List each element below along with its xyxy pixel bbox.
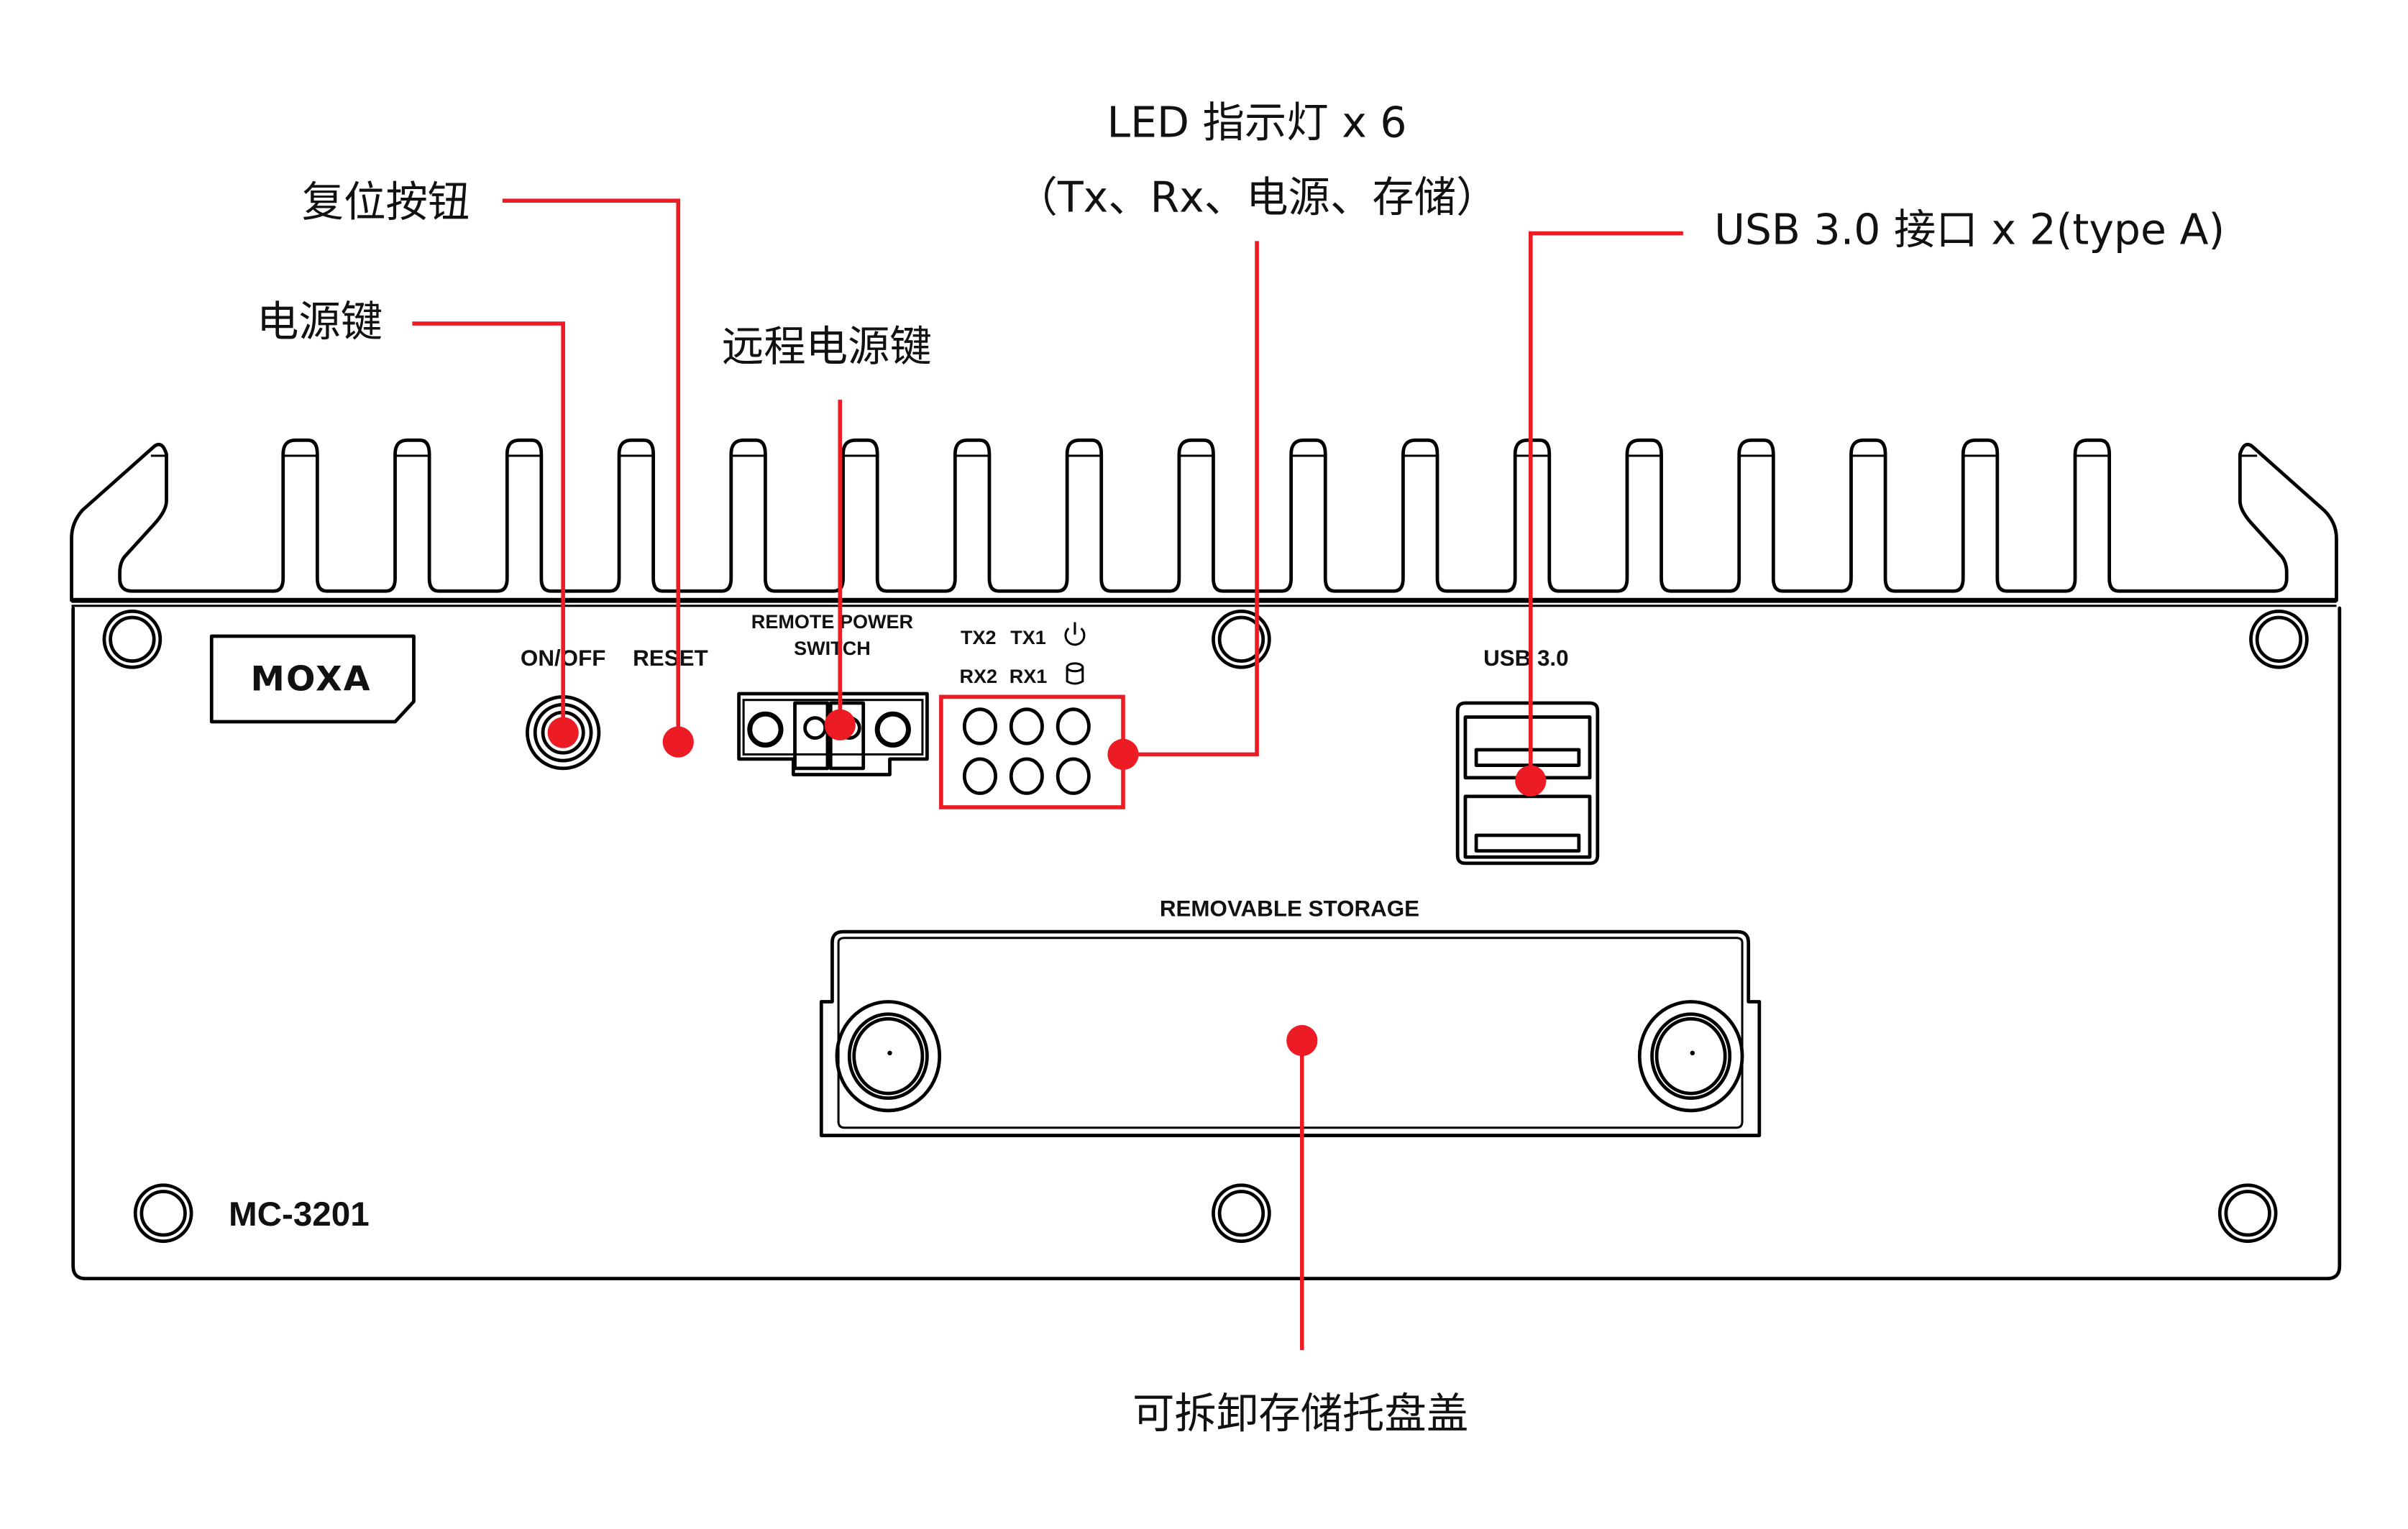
led-label-rx1: RX1 <box>1010 666 1048 687</box>
callout-marker <box>824 709 856 740</box>
screw-icon <box>133 1183 193 1244</box>
model-number: MC-3201 <box>229 1195 370 1234</box>
callout-remote-power: 远程电源键 <box>722 322 932 740</box>
callout-remote-power-label: 远程电源键 <box>722 322 932 371</box>
heatsink <box>70 438 2338 607</box>
led-indicator <box>962 757 997 795</box>
brand-logo-plate: MOXA <box>209 634 416 724</box>
remote-power-terminal-block[interactable] <box>737 692 929 776</box>
callout-storage-label: 可拆卸存储托盘盖 <box>1132 1389 1468 1438</box>
remote-power-label-line1: REMOTE POWER <box>751 611 913 633</box>
callout-marker <box>547 717 579 748</box>
screw-icon <box>102 609 162 669</box>
led-indicator <box>962 707 997 745</box>
led-label-tx1: TX1 <box>1010 627 1046 648</box>
removable-storage-label: REMOVABLE STORAGE <box>1160 896 1419 921</box>
callout-marker <box>1107 738 1139 771</box>
callout-power: 电源键 <box>257 297 579 748</box>
usb-port-stack <box>1455 701 1600 865</box>
usb-port-bottom[interactable] <box>1463 794 1592 859</box>
screw-icon <box>2217 1183 2278 1244</box>
callout-reset-label: 复位按钮 <box>302 178 470 226</box>
led-indicator <box>1056 757 1091 795</box>
screw-icon <box>1212 609 1271 669</box>
callout-usb-label: USB 3.0 接口 x 2(type A) <box>1714 206 2225 254</box>
callout-led-label-line2: （Tx、Rx、电源、存储） <box>1016 173 1498 221</box>
screw-icon <box>2249 609 2309 669</box>
usb-label: USB 3.0 <box>1483 646 1569 671</box>
callout-led: LED 指示灯 x 6 （Tx、Rx、电源、存储） <box>1016 98 1498 771</box>
led-indicators <box>962 707 1091 795</box>
power-icon <box>1064 622 1086 646</box>
front-panel-body <box>71 606 2342 1281</box>
led-indicator <box>1009 707 1044 745</box>
screw-icon <box>1212 1183 1271 1244</box>
led-indicator <box>1009 757 1044 795</box>
reset-label: RESET <box>633 646 708 671</box>
led-label-rx2: RX2 <box>960 666 998 687</box>
thumbscrew-right-icon[interactable] <box>1637 1000 1744 1113</box>
remote-power-label-line2: SWITCH <box>794 638 871 659</box>
callout-usb: USB 3.0 接口 x 2(type A) <box>1515 206 2225 796</box>
storage-cylinder-icon <box>1066 662 1084 685</box>
callout-led-label-line1: LED 指示灯 x 6 <box>1107 98 1407 147</box>
led-label-tx2: TX2 <box>961 627 997 648</box>
heatsink-outline <box>70 438 2338 602</box>
callout-storage: 可拆卸存储托盘盖 <box>1132 1024 1468 1438</box>
panel-screws <box>102 609 2309 1244</box>
callout-marker <box>662 726 694 758</box>
callout-reset: 复位按钮 <box>302 178 694 758</box>
callout-marker <box>1286 1024 1318 1057</box>
thumbscrew-left-icon[interactable] <box>835 1000 942 1113</box>
storage-tray-cover[interactable] <box>819 929 1762 1137</box>
callout-marker <box>1515 765 1547 796</box>
callout-power-label: 电源键 <box>257 297 383 346</box>
brand-logo: MOXA <box>251 660 372 699</box>
led-indicator <box>1056 707 1091 745</box>
